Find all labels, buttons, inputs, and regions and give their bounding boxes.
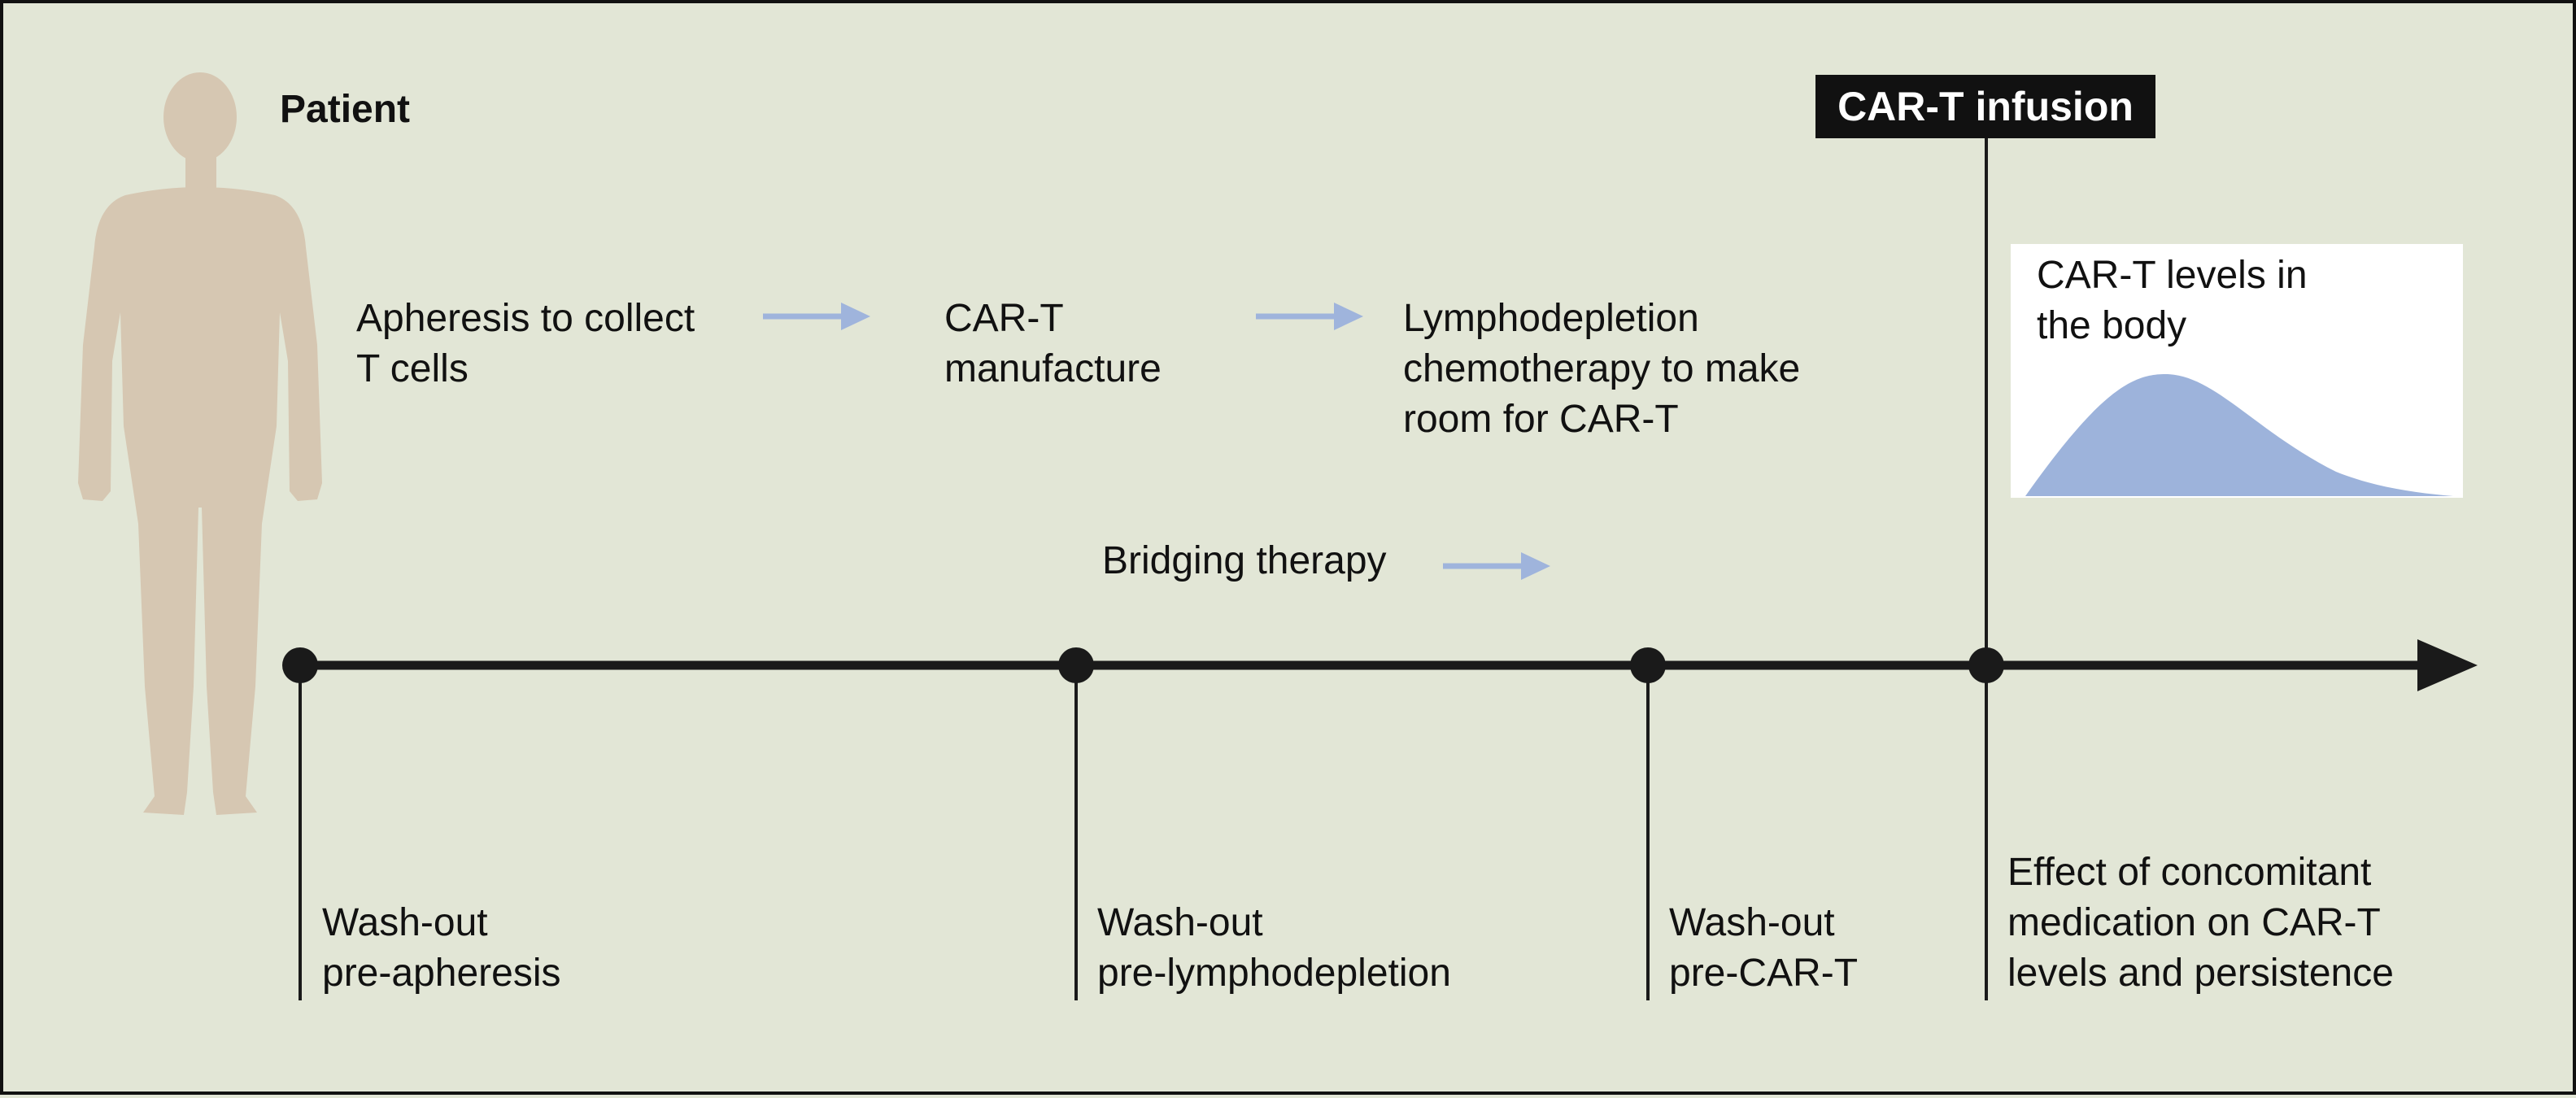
timeline-node-pre-cart (1630, 647, 1666, 683)
washout-pre-apheresis: Wash-out pre-apheresis (322, 901, 561, 995)
washout-pre-cart: Wash-out pre-CAR-T (1669, 901, 1859, 995)
cart-infusion-badge: CAR-T infusion (1815, 75, 2155, 138)
washout-pre-lymphodepletion: Wash-out pre-lymphodepletion (1097, 901, 1451, 995)
timeline-node-lymphodepletion (1058, 647, 1094, 683)
step-manufacture: CAR-T manufacture (944, 297, 1162, 390)
patient-label: Patient (280, 88, 411, 131)
cart-levels-curve (2025, 374, 2453, 496)
cart-levels-plot: CAR-T levels in the body (2011, 244, 2463, 498)
timeline-axis (300, 639, 2478, 691)
step-apheresis: Apheresis to collect T cells (356, 297, 695, 390)
step-arrow-2 (1256, 303, 1363, 330)
timeline-graphic (78, 72, 2478, 1000)
timeline-node-apheresis (282, 647, 318, 683)
step-bridging-therapy: Bridging therapy (1102, 539, 1387, 582)
person-silhouette-icon (78, 72, 322, 815)
cart-levels-title: CAR-T levels in the body (2037, 254, 2308, 347)
timeline-node-infusion (1968, 647, 2004, 683)
effect-label: Effect of concomitant medication on CAR-… (2007, 851, 2394, 995)
step-lymphodepletion: Lymphodepletion chemotherapy to make roo… (1403, 297, 1801, 441)
step-arrow-1 (763, 303, 870, 330)
step-arrow-3 (1443, 552, 1550, 580)
